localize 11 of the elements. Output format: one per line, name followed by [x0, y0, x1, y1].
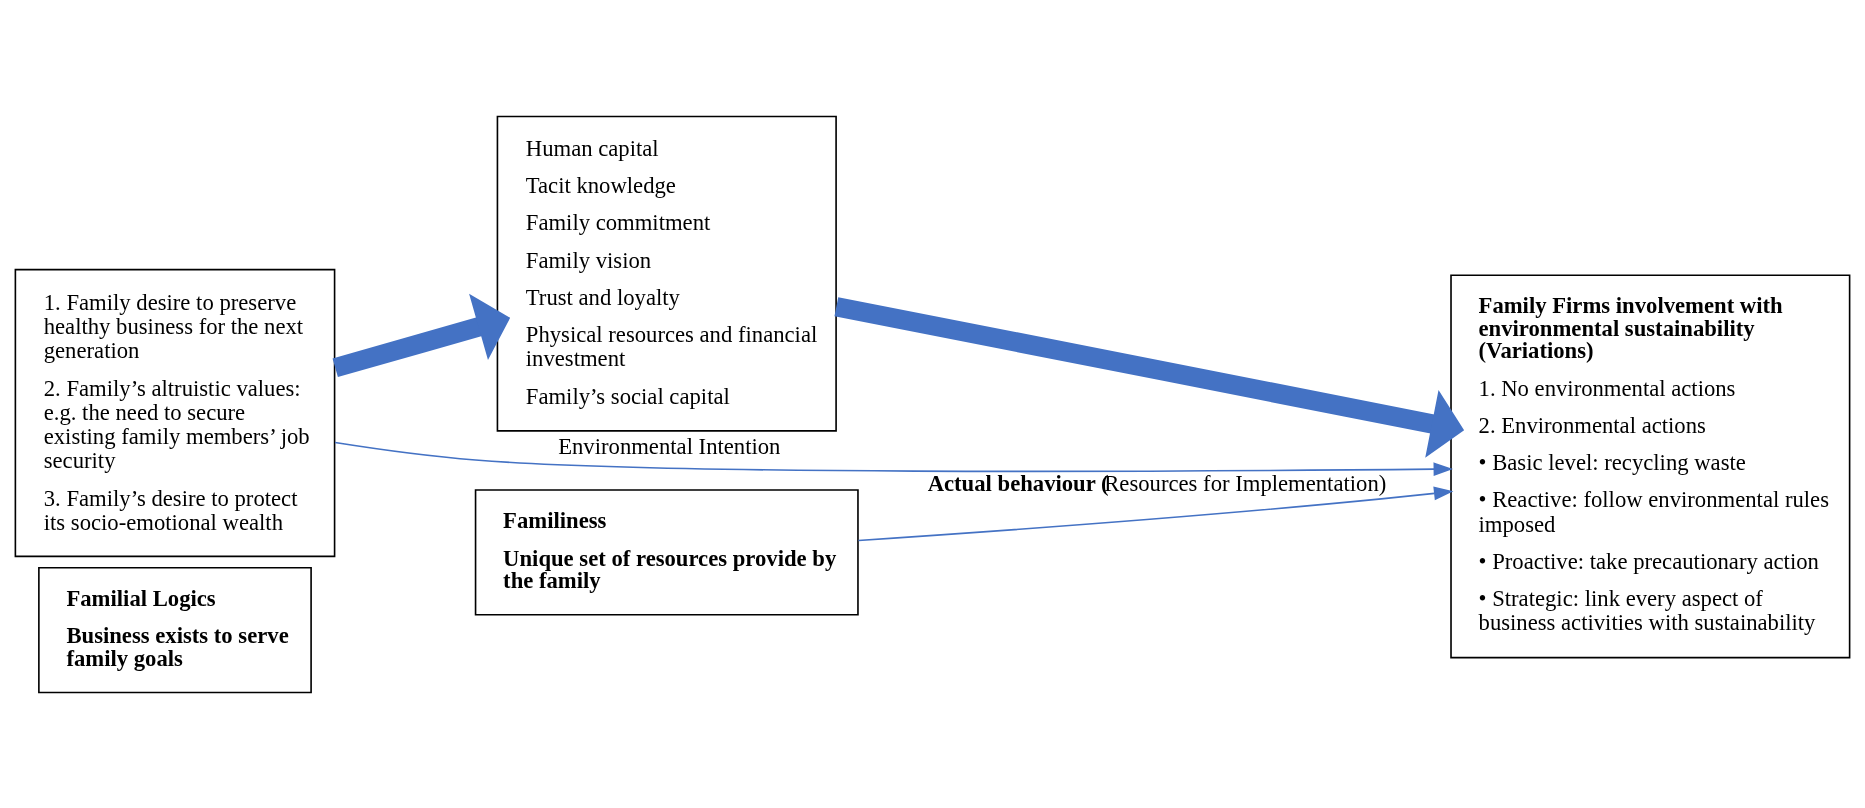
arrow	[834, 296, 1465, 458]
node-box: 1. Family desire to preserve healthy business for the next generation 2. Family’s altruistic values: e.g. the need to secure existing family members’ job security 3. Family’s desire to protect its socio-emotional wealth	[14, 268, 336, 557]
edge-label: Environmental Intention	[558, 433, 781, 459]
node-box: Familial Logics Business exists to serve family goals	[38, 566, 312, 693]
node-box: Human capital Tacit knowledge Family commitment Family vision Trust and loyalty Physical resources and financial investment Family’s social capital	[496, 115, 837, 432]
node-box: Familiness Unique set of resources provide by the family	[474, 488, 859, 616]
node-box: Family Firms involvement with environmental sustainability (Variations) 1. No environmental actions 2. Environmental actions • Basic level: recycling waste • Reactive: follow environmental rules imposed • Proactive: take precautionary action • Strategic: link every aspect of business activities with sustainability	[1450, 273, 1851, 658]
arrow	[334, 441, 1454, 476]
arrow	[857, 486, 1454, 541]
edge-label: Actual behaviour (Resources for Implementation)	[927, 470, 1387, 496]
arrow	[332, 293, 511, 377]
